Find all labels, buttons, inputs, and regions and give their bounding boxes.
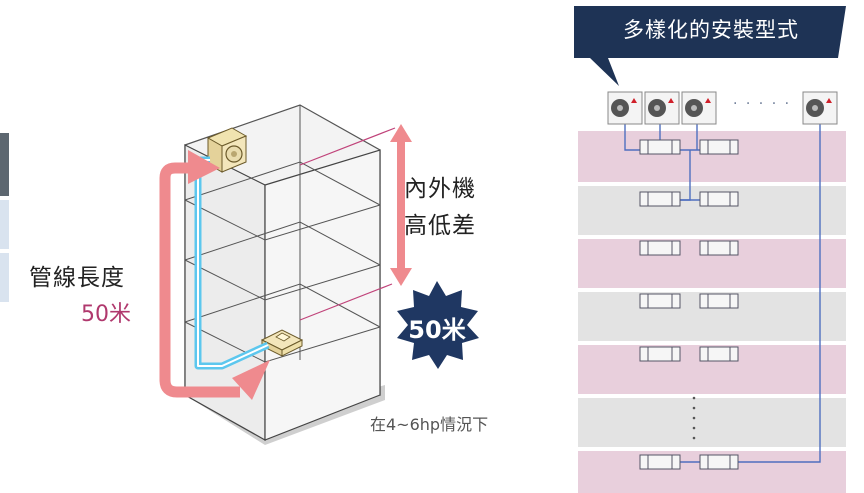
height-arrowhead-down xyxy=(390,268,412,286)
height-arrowhead-up xyxy=(390,124,412,142)
indoor-unit-icon xyxy=(639,139,681,155)
pipe-length-arrowhead-bottom xyxy=(232,360,270,400)
height-difference-label: 高低差 xyxy=(404,213,476,239)
indoor-unit-icon xyxy=(639,293,681,309)
indoor-unit-icon xyxy=(699,139,739,155)
left-edge-light-tab xyxy=(0,253,9,302)
indoor-unit-icon xyxy=(699,240,739,256)
starburst-badge-text: 50米 xyxy=(408,316,466,344)
indoor-unit-icon xyxy=(639,454,681,470)
outdoor-units-ellipsis: · · · · · xyxy=(733,96,792,112)
left-edge-light-tab xyxy=(0,200,9,249)
banner-title: 多樣化的安裝型式 xyxy=(623,18,799,42)
indoor-units xyxy=(639,139,739,470)
starburst-badge xyxy=(397,281,479,369)
outdoor-unit-icon xyxy=(644,91,680,125)
building-illustration xyxy=(159,104,412,445)
indoor-unit-icon xyxy=(699,454,739,470)
indoor-unit-icon xyxy=(699,191,739,207)
condition-note: 在4~6hp情況下 xyxy=(370,415,489,434)
indoor-unit-icon xyxy=(260,329,304,357)
outdoor-units-row xyxy=(607,91,838,125)
pipe-length-arrow xyxy=(159,162,240,398)
multi-floor-building xyxy=(578,131,846,493)
indoor-unit-icon xyxy=(639,240,681,256)
indoor-unit-icon xyxy=(699,346,739,362)
height-leader-bottom xyxy=(299,283,393,321)
indoor-unit-details xyxy=(647,140,731,469)
title-banner xyxy=(574,6,846,86)
outdoor-unit-icon xyxy=(681,91,717,125)
indoor-unit-icon xyxy=(639,191,681,207)
outdoor-unit-icon xyxy=(802,91,838,125)
pipe-length-value: 50米 xyxy=(81,302,131,327)
piping-network xyxy=(624,124,821,463)
indoor-unit-icon xyxy=(639,346,681,362)
vertical-ellipsis xyxy=(692,396,696,440)
outdoor-unit-icon xyxy=(607,91,643,125)
pipe-length-arrowhead xyxy=(188,150,220,184)
height-leader-top xyxy=(299,127,396,166)
left-edge-dark-tab xyxy=(0,133,9,196)
height-difference-label: 內外機 xyxy=(404,176,476,202)
building-front-right xyxy=(264,149,381,441)
floor-lines xyxy=(184,105,381,363)
pipe-length-label: 管線長度 xyxy=(29,265,125,291)
indoor-unit-icon xyxy=(699,293,739,309)
